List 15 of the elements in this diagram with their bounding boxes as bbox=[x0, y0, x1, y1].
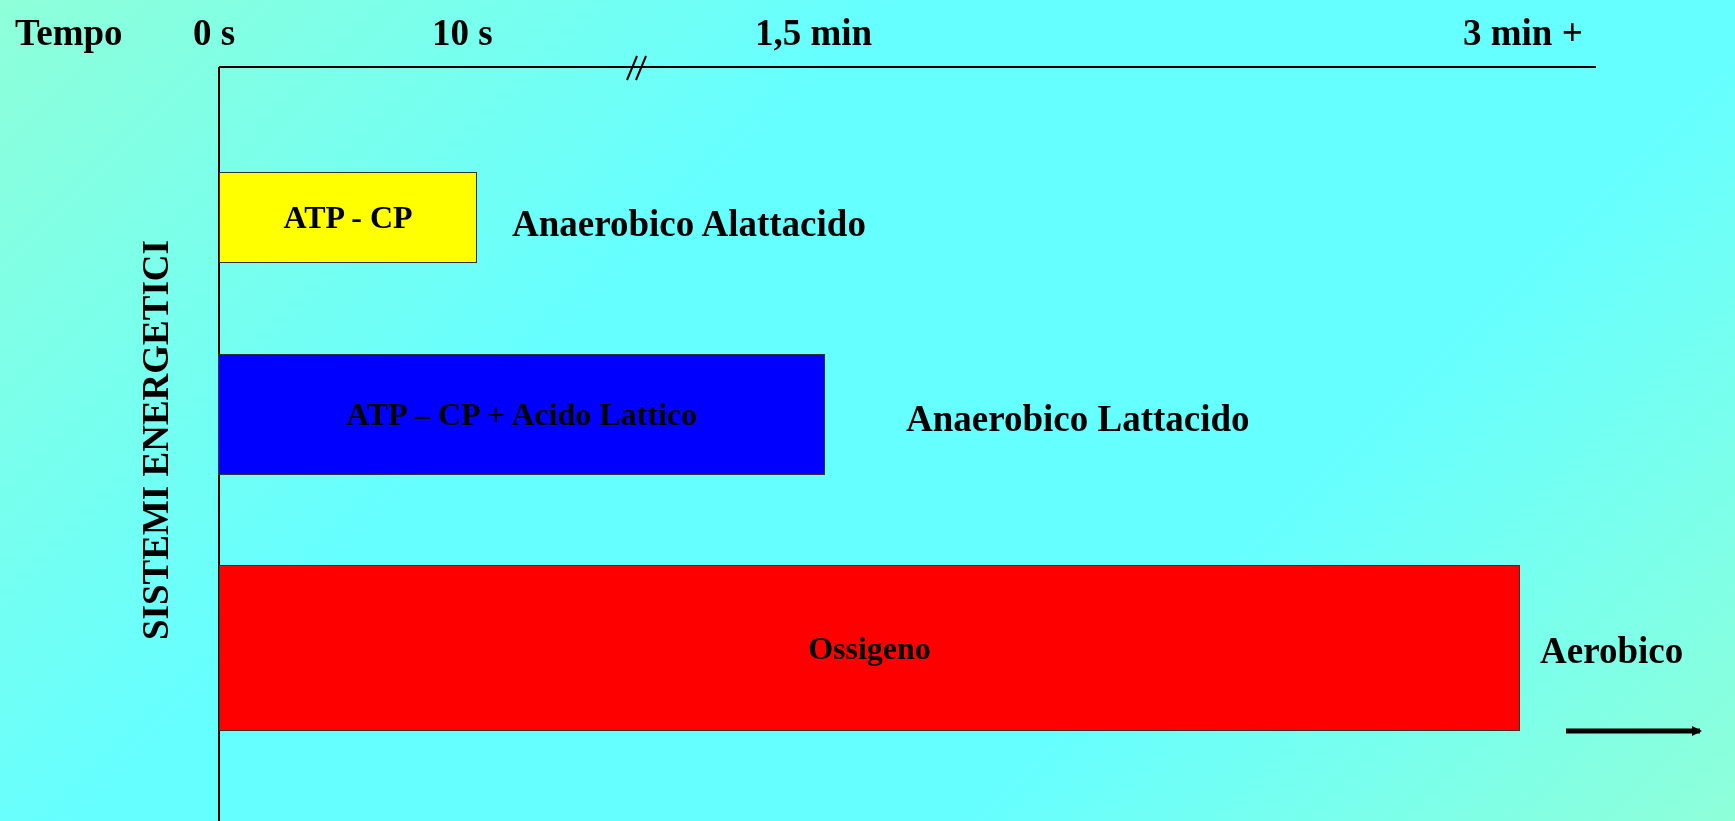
axis-title: SISTEMI ENERGETICI bbox=[136, 240, 174, 640]
axis-title: Tempo bbox=[15, 14, 123, 51]
bar-label: ATP - CP bbox=[283, 199, 413, 236]
tick-label: 10 s bbox=[432, 14, 493, 51]
bar-label: Ossigeno bbox=[808, 629, 931, 667]
system-type-label: Aerobico bbox=[1540, 632, 1684, 669]
energy-system-bar bbox=[219, 565, 1520, 731]
system-type-label: Anaerobico Alattacido bbox=[512, 205, 866, 242]
system-type-label: Anaerobico Lattacido bbox=[906, 400, 1250, 437]
energy-system-bar bbox=[219, 172, 477, 263]
tick-label: 0 s bbox=[193, 14, 236, 51]
energy-system-bar bbox=[218, 354, 825, 475]
bar-label: ATP – CP + Acido Lattico bbox=[346, 396, 697, 433]
tick-label: 1,5 min bbox=[755, 14, 873, 51]
tick-label: 3 min + bbox=[1463, 14, 1583, 51]
